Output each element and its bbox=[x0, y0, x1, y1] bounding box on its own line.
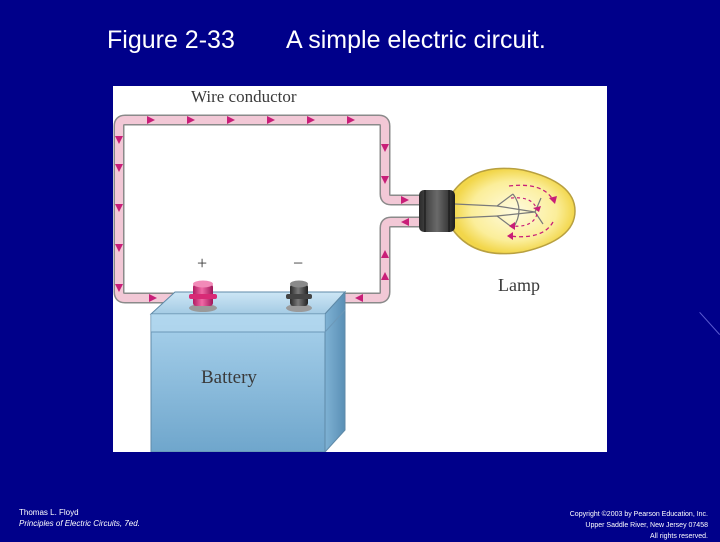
wire-conductor-label: Wire conductor bbox=[191, 87, 297, 106]
figure-caption: A simple electric circuit. bbox=[286, 26, 546, 54]
figure-number: Figure 2-33 bbox=[107, 26, 235, 54]
copyright-line-1: Copyright ©2003 by Pearson Education, In… bbox=[569, 511, 708, 518]
battery-body bbox=[150, 313, 326, 452]
book-title: Principles of Electric Circuits, 7ed. bbox=[19, 519, 140, 528]
slide-title: Figure 2-33 A simple electric circuit. bbox=[0, 26, 720, 58]
lamp-label: Lamp bbox=[498, 275, 540, 295]
minus-sign-label: − bbox=[293, 253, 303, 273]
circuit-diagram: Wire conductor bbox=[113, 87, 576, 452]
battery-label: Battery bbox=[201, 367, 257, 388]
author-name: Thomas L. Floyd bbox=[19, 508, 79, 517]
battery bbox=[149, 280, 347, 452]
wire-conductor bbox=[113, 114, 421, 304]
lamp-base bbox=[419, 190, 455, 232]
circuit-figure-panel: Wire conductor bbox=[113, 86, 607, 452]
negative-terminal bbox=[286, 280, 312, 312]
positive-terminal bbox=[189, 280, 217, 312]
decorative-line bbox=[699, 312, 720, 335]
footer-copyright: Copyright ©2003 by Pearson Education, In… bbox=[570, 509, 708, 542]
copyright-line-3: All rights reserved. bbox=[650, 533, 708, 540]
current-flow-arrows bbox=[115, 116, 409, 302]
lamp bbox=[419, 167, 576, 255]
copyright-line-2: Upper Saddle River, New Jersey 07458 bbox=[585, 522, 708, 529]
plus-sign-label: + bbox=[197, 253, 207, 273]
footer-author-info: Thomas L. Floyd Principles of Electric C… bbox=[19, 507, 140, 529]
